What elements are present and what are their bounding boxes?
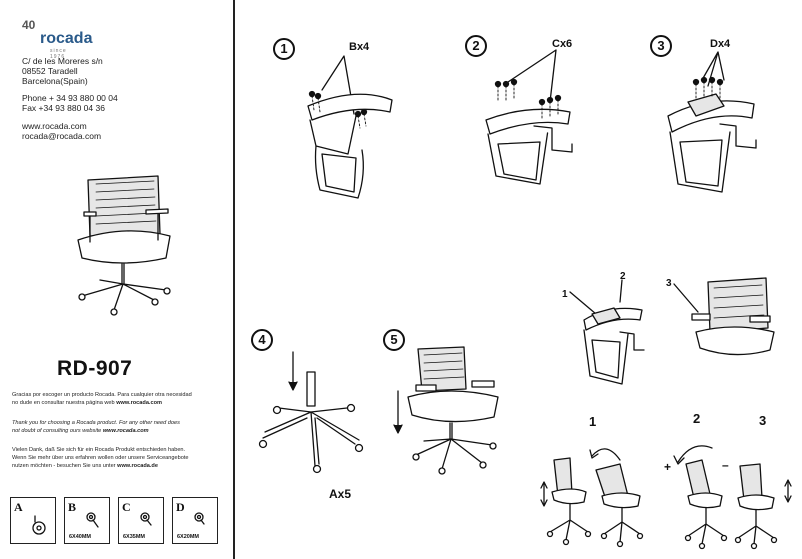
address-street: C/ de les Moreres s/n [22,56,103,66]
lever-detail-diagram [569,279,645,385]
step-5-number: 5 [383,329,405,351]
step-1-seat-frame-diagram [307,55,393,199]
address-city: Barcelona(Spain) [22,76,88,86]
step-4-base-diagram [258,351,364,474]
part-a: A [10,497,56,544]
adjust-3-label: 3 [759,413,767,428]
text-es-line2: no dude en consultar nuestra página web [12,400,117,406]
step-2-number: 2 [465,35,487,57]
caster-icon [32,515,46,535]
link-es[interactable]: www.rocada.com [116,400,162,406]
fax: Fax +34 93 880 04 36 [22,103,105,113]
part-d: D 6X20MM [172,497,218,544]
text-german: Vielen Dank, daß Sie sich für ein Rocada… [12,446,227,470]
step-3-mechanism-diagram [667,51,757,193]
logo-name: rocada [40,30,93,47]
adjust-1-label: 1 [589,414,597,429]
part-c-size: 6X35MM [123,534,146,540]
link-de[interactable]: www.rocada.de [117,463,158,469]
email: rocada@rocada.com [22,131,102,141]
callout-2: 2 [620,271,626,282]
text-en-line1: Thank you for choosing a Rocada product.… [12,420,180,426]
website: www.rocada.com [22,121,87,131]
step-2-quantity: Cx6 [552,38,573,50]
bolt-d-icon [194,512,205,525]
info-panel: 40 rocada since 1976 C/ de les Moreres s… [0,0,235,559]
address-postcode: 08552 Taradell [22,66,78,76]
text-de-line1: Vielen Dank, daß Sie sich für ein Rocada… [12,447,186,453]
link-en[interactable]: www.rocada.com [102,428,149,434]
logo-tagline: since 1976 [50,48,67,60]
tilt-adjust-diagram [673,445,792,550]
part-b-size: 6X40MM [69,534,92,540]
adjust-plus-sign: + [664,460,672,474]
height-adjust-diagram [540,448,644,548]
part-d-letter: D [176,500,185,514]
step-5-chair-diagram [393,346,499,475]
phone: Phone + 34 93 880 00 04 [22,93,118,103]
adjust-2-label: 2 [693,411,701,426]
part-d-size: 6X20MM [177,534,200,540]
step-4-number: 4 [251,329,273,351]
callout-1: 1 [562,289,568,300]
text-en-line2: not doubt of consulting ours website [12,428,103,434]
step-2-armrest-diagram [485,49,573,185]
part-c-letter: C [122,500,131,514]
logo-badge: 40 [22,18,36,32]
step-4-quantity: Ax5 [329,487,352,501]
chair-product-illustration [77,175,171,316]
part-b-letter: B [68,500,77,514]
part-b: B 6X40MM [64,497,110,544]
assembled-backrest-diagram [673,277,775,356]
text-de-line3: nutzen möchten - besuchen Sie uns unter [12,463,118,469]
part-c: C 6X35MM [118,497,164,544]
bolt-b-icon [86,512,99,528]
step-3-number: 3 [650,35,672,57]
bolt-c-icon [140,512,152,526]
step-1-number: 1 [273,38,295,60]
text-spanish: Gracias por escoger un producto Rocada. … [12,391,227,407]
text-english: Thank you for choosing a Rocada product.… [12,419,227,435]
step-3-quantity: Dx4 [710,38,731,50]
model-number: RD-907 [57,357,133,380]
part-a-letter: A [14,500,23,514]
step-1-quantity: Bx4 [349,41,370,53]
adjust-minus-sign: – [722,458,729,472]
text-es-line1: Gracias por escoger un producto Rocada. … [12,392,192,398]
text-de-line2: Wenn Sie mehr über uns erfahren wollen o… [12,455,189,461]
callout-3: 3 [666,278,672,289]
